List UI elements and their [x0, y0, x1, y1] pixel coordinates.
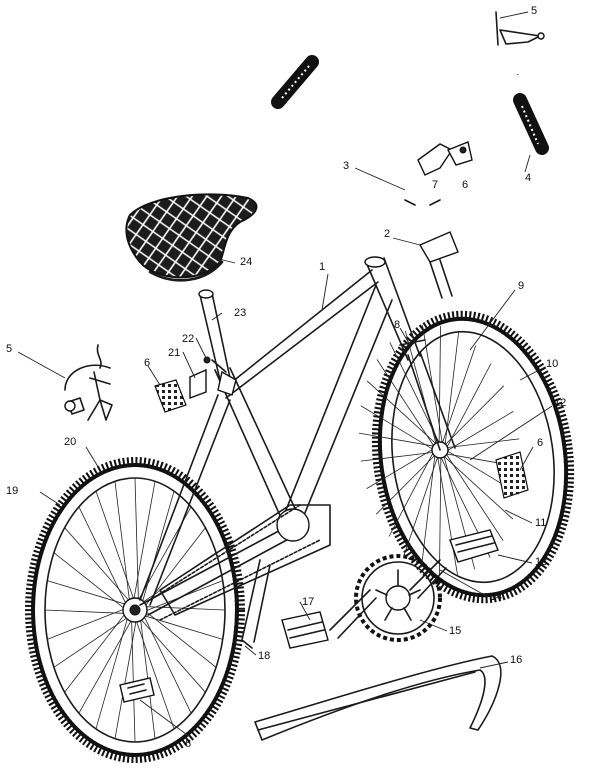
- callout-12: 12: [554, 397, 567, 409]
- spoke: [143, 615, 223, 640]
- callout-2: 2: [384, 228, 391, 240]
- spoke: [47, 580, 127, 605]
- spoke: [53, 616, 129, 668]
- spoke: [44, 609, 126, 614]
- callout-10: 10: [546, 358, 559, 370]
- callout-1: 1: [319, 261, 326, 273]
- spoke: [444, 385, 505, 446]
- callout-15: 15: [449, 625, 462, 637]
- callout-11: 11: [535, 517, 547, 529]
- caliper-brake: [64, 344, 113, 421]
- pedal-right: [449, 529, 499, 563]
- spoke: [360, 452, 434, 462]
- callout-9: 9: [518, 280, 525, 292]
- callout-8: 8: [394, 319, 401, 331]
- spoke: [143, 615, 192, 714]
- rear-wheel: [25, 457, 245, 763]
- seat-clamp: [189, 356, 237, 400]
- spoke: [443, 455, 514, 520]
- spoke: [438, 325, 441, 444]
- callout-21: 21: [168, 347, 181, 359]
- callout-22: 22: [182, 333, 195, 345]
- leader-lines: [17, 11, 553, 738]
- callout-13: 13: [535, 556, 548, 568]
- reflector-left: [154, 379, 187, 413]
- reflector-right: [495, 451, 529, 499]
- seat-post: [198, 289, 231, 381]
- callout-3: 3: [343, 160, 350, 172]
- spoke: [388, 452, 434, 537]
- callout-14: 14: [490, 591, 503, 603]
- spoke: [114, 481, 130, 602]
- front-wheel: [358, 310, 575, 604]
- stem: [418, 231, 459, 299]
- spoke: [445, 453, 504, 541]
- spoke: [64, 527, 131, 602]
- spoke: [446, 438, 520, 448]
- kickstand: [241, 559, 271, 649]
- spoke: [144, 610, 217, 668]
- callout-5-top: 5: [531, 5, 538, 17]
- spoke: [358, 432, 435, 447]
- callout-24: 24: [240, 256, 253, 268]
- callout-20: 20: [64, 436, 77, 448]
- callout-6-bottom: 6: [185, 738, 192, 750]
- brake-lever-top: [495, 11, 545, 46]
- rear-wheel-reflector: [119, 677, 155, 703]
- callout-18: 18: [258, 650, 271, 662]
- callout-23: 23: [234, 307, 247, 319]
- spoke: [95, 490, 135, 601]
- callout-19: 19: [6, 485, 19, 497]
- crank-arm: [329, 559, 447, 639]
- brake-lever: [417, 141, 473, 176]
- spoke: [376, 359, 435, 447]
- spoke: [366, 448, 434, 489]
- spoke: [78, 506, 127, 605]
- pedal-left: [281, 611, 329, 649]
- callout-17: 17: [302, 596, 315, 608]
- spoke: [53, 552, 126, 610]
- spoke: [133, 481, 156, 601]
- spoke: [366, 380, 437, 445]
- chainring: [354, 554, 442, 642]
- callout-16: 16: [510, 654, 523, 666]
- spoke: [78, 619, 133, 714]
- callout-4: 4: [525, 172, 532, 184]
- spoke: [95, 616, 129, 730]
- spoke: [446, 411, 514, 452]
- spoke: [360, 405, 434, 450]
- callout-6-right: 6: [537, 437, 544, 449]
- spoke: [446, 363, 492, 448]
- frame: [139, 256, 456, 621]
- fender: [254, 655, 502, 741]
- spoke: [439, 456, 442, 575]
- callout-6-lever: 6: [462, 179, 469, 191]
- spoke: [114, 619, 137, 739]
- handlebar: [271, 45, 549, 211]
- spoke: [421, 454, 436, 568]
- callout-5-left: 5: [6, 343, 13, 355]
- callout-6-left: 6: [144, 357, 151, 369]
- spoke: [403, 456, 439, 555]
- spoke: [131, 619, 136, 743]
- spoke: [375, 454, 436, 515]
- spoke: [134, 477, 139, 601]
- spoke: [135, 619, 175, 730]
- saddle: [125, 193, 258, 282]
- spoke: [64, 612, 126, 693]
- callout-7: 7: [432, 179, 439, 191]
- spoke: [47, 608, 126, 640]
